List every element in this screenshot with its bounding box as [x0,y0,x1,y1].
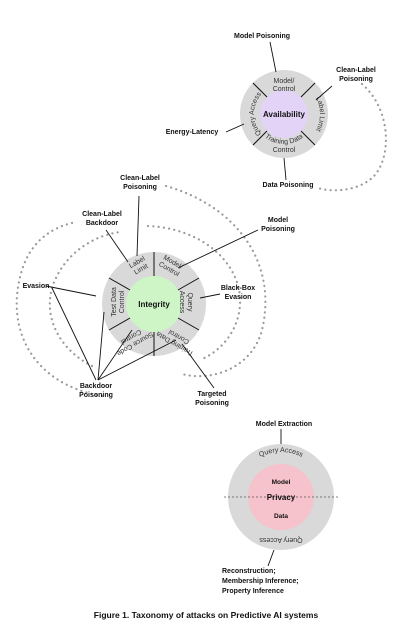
connector-reconstruction [267,549,275,567]
label-model-poisoning: Model Poisoning [234,33,290,40]
connector-backdoor-training [97,339,177,381]
privacy-ring-query-bottom: Query Access [259,536,303,543]
connector-data-poisoning [283,157,287,181]
availability-group: Availability Model/ Control Label Limit … [166,33,388,192]
connector-energy-latency [225,123,245,133]
connector-evasion [45,285,97,297]
connector-clean-label-poisoning [315,85,333,101]
label-clean-label-poisoning-int-2: Poisoning [123,184,157,191]
label-membership-inference: Membership Inference; [222,578,299,585]
label-model-poisoning-int-2: Poisoning [261,226,295,233]
availability-center-circle [260,90,308,138]
label-clean-label-backdoor-2: Backdoor [86,220,119,227]
figure-caption: Figure 1. Taxonomy of attacks on Predict… [94,610,319,620]
integrity-ring-query-1: Query [186,292,193,312]
connector-model-poisoning [269,41,277,73]
connector-clean-label-poisoning-int [136,195,140,257]
integrity-ring-query-2: Access [178,291,185,314]
connector-targeted-poisoning [181,343,215,389]
privacy-group: Query Access Query Access Model Privacy … [222,421,338,595]
connector-evasion-backdoor [51,287,97,381]
connector-model-poisoning-int [177,229,259,269]
label-black-box-evasion-1: Black-Box [221,285,255,292]
label-clean-label-poisoning-1: Clean-Label [336,67,376,74]
label-evasion: Evasion [23,283,50,290]
availability-ring-model-line1: Model/ [273,78,294,85]
label-reconstruction: Reconstruction; [222,568,276,575]
label-data-poisoning: Data Poisoning [263,182,314,189]
integrity-sep [177,317,200,331]
integrity-sep [108,277,131,291]
availability-ring-label-limit: Label Limit [314,96,325,133]
label-backdoor-poisoning-1: Backdoor [80,383,113,390]
integrity-inner-dotted-loop [48,224,242,368]
privacy-model-label: Model [272,479,291,486]
label-backdoor-poisoning-2: Poisoning [79,392,113,399]
availability-ring-label-limit-path: Label Limit [314,96,325,133]
integrity-sep [108,317,131,331]
label-clean-label-backdoor-1: Clean-Label [82,211,122,218]
availability-ring-model-line2: Control [273,86,296,93]
availability-sep [300,130,316,146]
integrity-ring-test-1: Test Data [111,287,118,317]
label-model-poisoning-int-1: Model [268,217,288,224]
availability-sep [252,130,268,146]
label-targeted-poisoning-1: Targeted [197,391,226,398]
label-black-box-evasion-2: Evasion [225,294,252,301]
availability-ring-training-line2: Control [273,147,296,154]
integrity-outer-dotted-loop [15,184,267,398]
connector-backdoor-test [97,311,105,381]
availability-dotted-arc [316,82,388,192]
integrity-center-label: Integrity [138,300,170,309]
integrity-center-circle [126,276,182,332]
privacy-center-label: Privacy [267,493,296,502]
label-property-inference: Property Inference [222,588,284,595]
integrity-ring-test-2: Control [119,290,126,313]
connector-clean-label-backdoor [105,229,129,263]
label-model-extraction: Model Extraction [256,421,312,428]
connector-black-box-evasion [199,293,221,299]
integrity-sep [177,277,200,291]
label-energy-latency: Energy-Latency [166,129,219,136]
label-clean-label-poisoning-2: Poisoning [339,76,373,83]
availability-sep [300,82,316,98]
privacy-data-label: Data [274,513,288,520]
label-targeted-poisoning-2: Poisoning [195,400,229,407]
label-clean-label-poisoning-int-1: Clean-Label [120,175,160,182]
integrity-group: Integrity Label Limit Model/ Control Que… [15,175,295,407]
availability-center-label: Availability [263,110,305,119]
connector-backdoor-source [97,329,133,381]
availability-sep [252,82,268,98]
